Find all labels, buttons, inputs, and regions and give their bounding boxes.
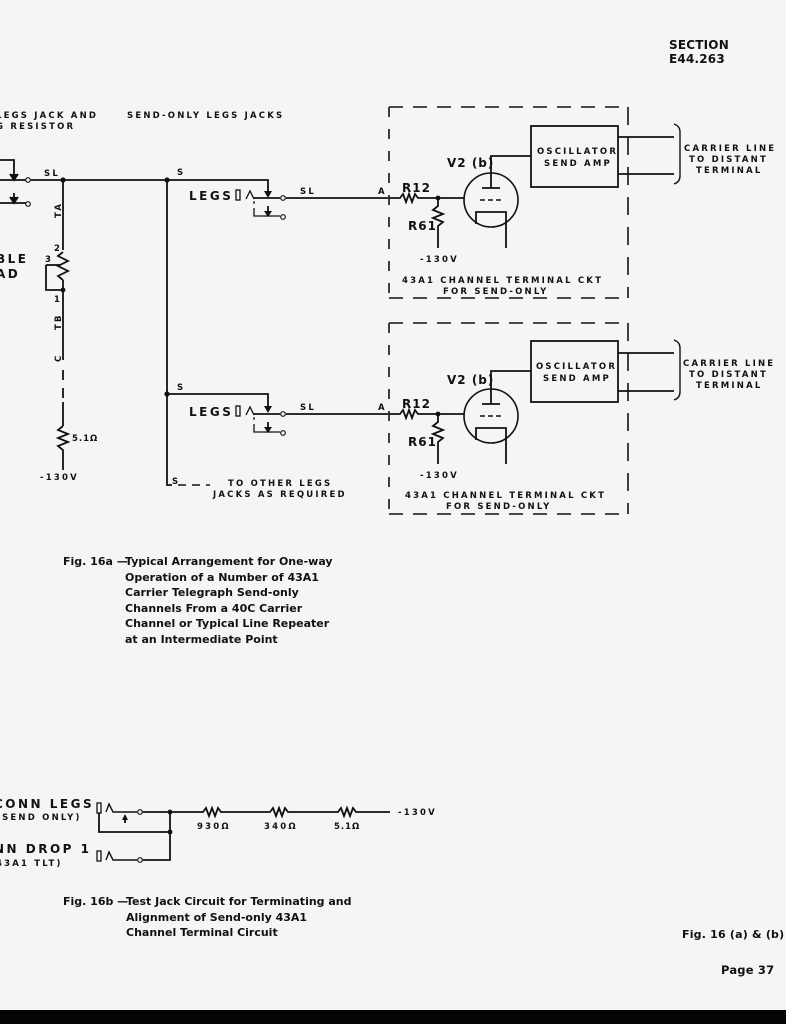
- c-label: C: [54, 354, 64, 362]
- legs-jack-2-label: LEGS: [189, 405, 233, 419]
- r61-label-1: R61: [408, 219, 437, 233]
- heading-middle: SEND-ONLY LEGS JACKS: [127, 111, 284, 121]
- heading-left-1: LEGS JACK AND: [0, 111, 98, 121]
- terminal-2-title-1: 43A1 CHANNEL TERMINAL CKT: [405, 491, 606, 501]
- terminal-1-title-1: 43A1 CHANNEL TERMINAL CKT: [402, 276, 603, 286]
- pin-3: 3: [45, 255, 53, 265]
- r12-label-2: R12: [402, 397, 431, 411]
- left-jack: [0, 159, 170, 207]
- other-legs-line1: TO OTHER LEGS: [228, 479, 332, 489]
- carrier-1-line2: TO DISTANT: [689, 155, 768, 165]
- pin-2: 2: [54, 244, 62, 254]
- r12-label-1: R12: [402, 181, 431, 195]
- pad-label-1: BLE: [0, 252, 29, 266]
- other-legs-s: S: [172, 477, 180, 487]
- pad-label-2: AD: [0, 267, 20, 281]
- fig16b-caption-label: Fig. 16b —: [63, 895, 129, 908]
- caption-line: Carrier Telegraph Send-only: [125, 586, 299, 600]
- caption-line: Test Jack Circuit for Terminating and: [126, 895, 352, 908]
- jack2-label-2: 43A1 TLT): [0, 859, 63, 869]
- heading-left-2: G RESISTOR: [0, 122, 75, 132]
- test-jack-circuit: [96, 802, 390, 863]
- resistor-5-1: 5.1Ω: [334, 822, 360, 832]
- scan-bottom-edge: [0, 1010, 786, 1024]
- terminal-1-title-2: FOR SEND-ONLY: [443, 287, 549, 297]
- channel-terminal-1: [388, 106, 681, 299]
- r61-label-2: R61: [408, 435, 437, 449]
- legs-jack-1-s: S: [177, 168, 185, 178]
- left-voltage: -130V: [40, 473, 79, 483]
- figure-reference: Fig. 16 (a) & (b): [682, 928, 785, 941]
- terminal-2-voltage: -130V: [420, 471, 459, 481]
- left-resistor-label: 5.1Ω: [72, 434, 98, 444]
- jack1-label-1: CONN LEGS: [0, 797, 94, 811]
- fig16a-caption-label: Fig. 16a —: [63, 555, 128, 568]
- legs-jack-1-label: LEGS: [189, 189, 233, 203]
- jack1-label-2: (SEND ONLY): [0, 813, 82, 823]
- caption-line: at an Intermediate Point: [125, 632, 278, 646]
- ta-label: TA: [54, 202, 64, 218]
- section-header: SECTION E44.263: [669, 38, 729, 66]
- s-bus: [166, 180, 172, 486]
- legs-jack-1-a: A: [378, 187, 387, 197]
- caption-line: Channels From a 40C Carrier: [125, 601, 303, 615]
- carrier-2-line3: TERMINAL: [696, 381, 762, 391]
- caption-line: Typical Arrangement for One-way: [125, 555, 333, 568]
- terminal-1-voltage: -130V: [420, 255, 459, 265]
- osc-1-line1: OSCILLATOR: [537, 147, 618, 157]
- page-number: Page 37: [721, 963, 775, 977]
- pin-1: 1: [54, 295, 62, 305]
- caption-line: Channel Terminal Circuit: [126, 926, 278, 940]
- channel-terminal-2: [388, 322, 681, 515]
- resistor-930: 930Ω: [197, 822, 231, 832]
- legs-jack-1-sl: SL: [300, 187, 316, 197]
- caption-line: Operation of a Number of 43A1: [125, 570, 319, 584]
- tube-label-1: V2 (b): [447, 156, 494, 170]
- other-legs-line2: JACKS AS REQUIRED: [212, 490, 347, 500]
- carrier-1-line3: TERMINAL: [696, 166, 762, 176]
- carrier-2-line2: TO DISTANT: [689, 370, 768, 380]
- carrier-2-line1: CARRIER LINE: [683, 359, 775, 369]
- carrier-1-line1: CARRIER LINE: [684, 144, 776, 154]
- test-voltage: -130V: [398, 808, 437, 818]
- variable-pad-resistor: [55, 251, 71, 281]
- osc-2-line2: SEND AMP: [543, 374, 611, 384]
- legs-jack-2-s: S: [177, 383, 185, 393]
- tb-label: TB: [54, 313, 64, 330]
- terminal-2-title-2: FOR SEND-ONLY: [446, 502, 552, 512]
- left-sl-label: SL: [44, 169, 60, 179]
- osc-1-line2: SEND AMP: [544, 159, 612, 169]
- resistor-5-1-ohm: [55, 425, 71, 470]
- resistor-340: 340Ω: [264, 822, 298, 832]
- caption-line: Channel or Typical Line Repeater: [125, 617, 330, 631]
- caption-line: Alignment of Send-only 43A1: [126, 910, 308, 924]
- tube-label-2: V2 (b): [447, 373, 494, 387]
- jack2-label-1: NN DROP 1: [0, 842, 92, 856]
- legs-jack-2-a: A: [378, 403, 387, 413]
- pad-wiper: [45, 265, 63, 291]
- legs-jack-2-sl: SL: [300, 403, 316, 413]
- osc-2-line1: OSCILLATOR: [536, 362, 617, 372]
